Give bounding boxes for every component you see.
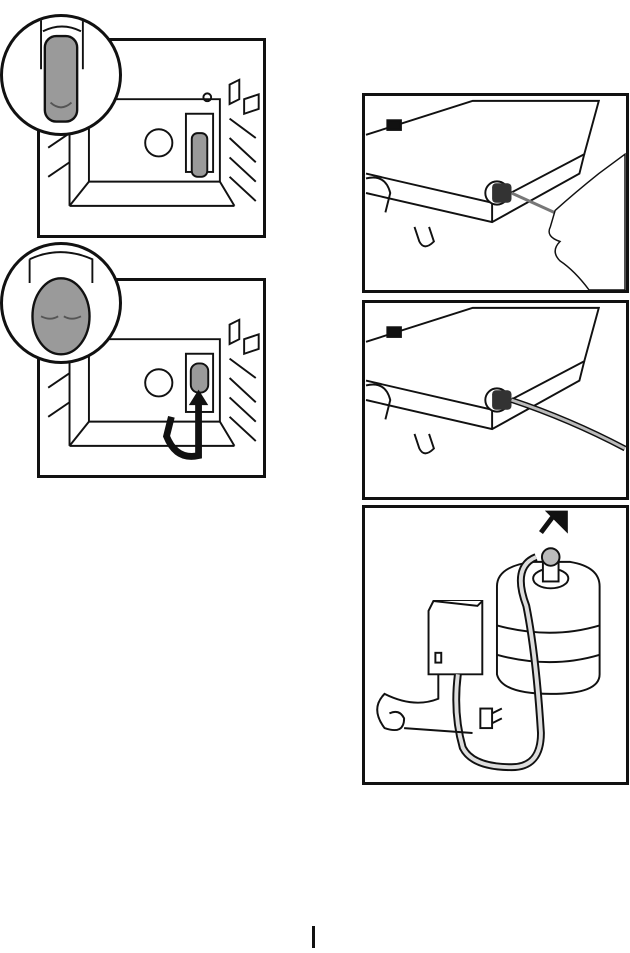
pump-unit-icon (365, 96, 626, 290)
page-marker (312, 926, 315, 948)
pump-unit-icon (365, 303, 626, 497)
pump-hose-attached-panel (362, 300, 629, 500)
filter-zoom-top (0, 14, 122, 136)
water-filter-icon (3, 17, 119, 133)
filter-zoom-bottom (0, 242, 122, 364)
pump-unit-icon (429, 601, 483, 674)
power-plug-icon (480, 709, 502, 729)
water-filter-icon (192, 133, 208, 177)
pump-hose-insert-panel (362, 93, 629, 293)
hand-icon (549, 154, 625, 290)
down-arrow-icon (541, 513, 565, 533)
rotate-arrow-icon (167, 402, 199, 456)
bottle-connection-panel (362, 505, 629, 785)
water-filter-icon (3, 245, 119, 361)
water-bottle-icon (497, 548, 600, 694)
